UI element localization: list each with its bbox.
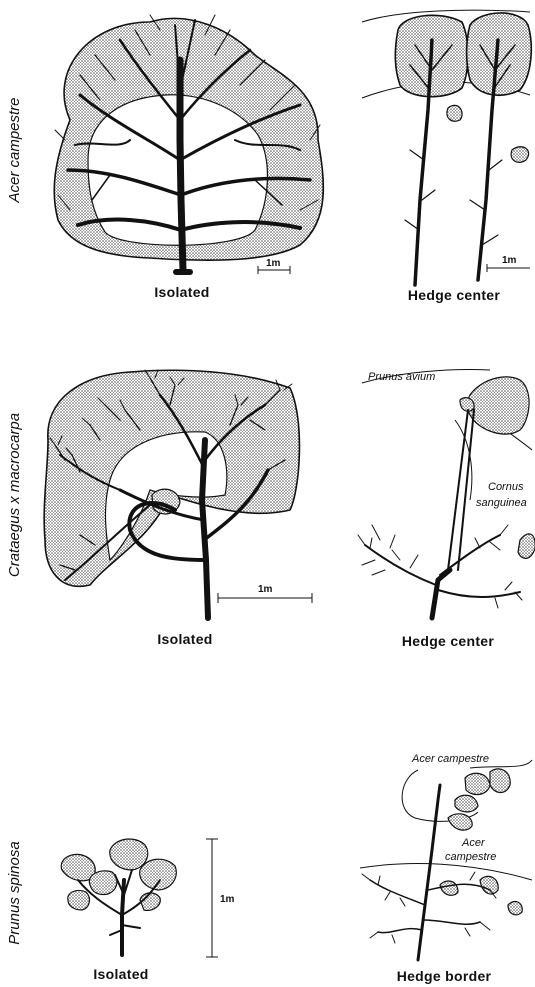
row3-species-label: Prunus spinosa [6, 841, 23, 944]
acer-isolated-scale-label: 1m [266, 258, 281, 269]
acer-hedge-scale-bar: 1m [487, 255, 530, 272]
prunus-isolated-scale-label: 1m [220, 894, 235, 905]
prunus-isolated-tree [61, 839, 176, 955]
acer-isolated-caption: Isolated [154, 284, 209, 300]
acer-hedge-caption: Hedge center [408, 287, 501, 303]
acer-isolated-scale-bar: 1m [258, 258, 290, 274]
acer-campestre-neighbor-label-1: Acer campestre [411, 753, 489, 765]
cornus-label: Cornus [488, 481, 524, 493]
crataegus-isolated-tree [44, 370, 299, 618]
row1-species-label: Acer campestre [6, 97, 23, 203]
crataegus-isolated-caption: Isolated [157, 631, 212, 647]
acer-neighbor-label: Acer [461, 837, 486, 849]
crataegus-isolated-scale-bar: 1m [218, 584, 312, 603]
prunus-isolated-caption: Isolated [93, 966, 148, 982]
prunus-avium-label: Prunus avium [368, 371, 435, 383]
row2-species-label: Crataegus x macrocarpa [6, 413, 23, 577]
prunus-isolated-scale-bar: 1m [206, 839, 235, 957]
crataegus-isolated-scale-label: 1m [258, 584, 273, 595]
sanguinea-label: sanguinea [476, 497, 527, 509]
crataegus-hedge-tree: Prunus avium Cornus sanguinea [358, 370, 535, 618]
prunus-hedge-caption: Hedge border [397, 968, 492, 984]
acer-hedge-scale-label: 1m [502, 255, 517, 266]
campestre-neighbor-label: campestre [445, 851, 496, 863]
prunus-hedge-tree: Acer campestre Acer campestre [360, 753, 532, 960]
acer-hedge-tree [362, 10, 531, 285]
acer-isolated-tree [54, 15, 323, 272]
crataegus-hedge-caption: Hedge center [402, 633, 495, 649]
